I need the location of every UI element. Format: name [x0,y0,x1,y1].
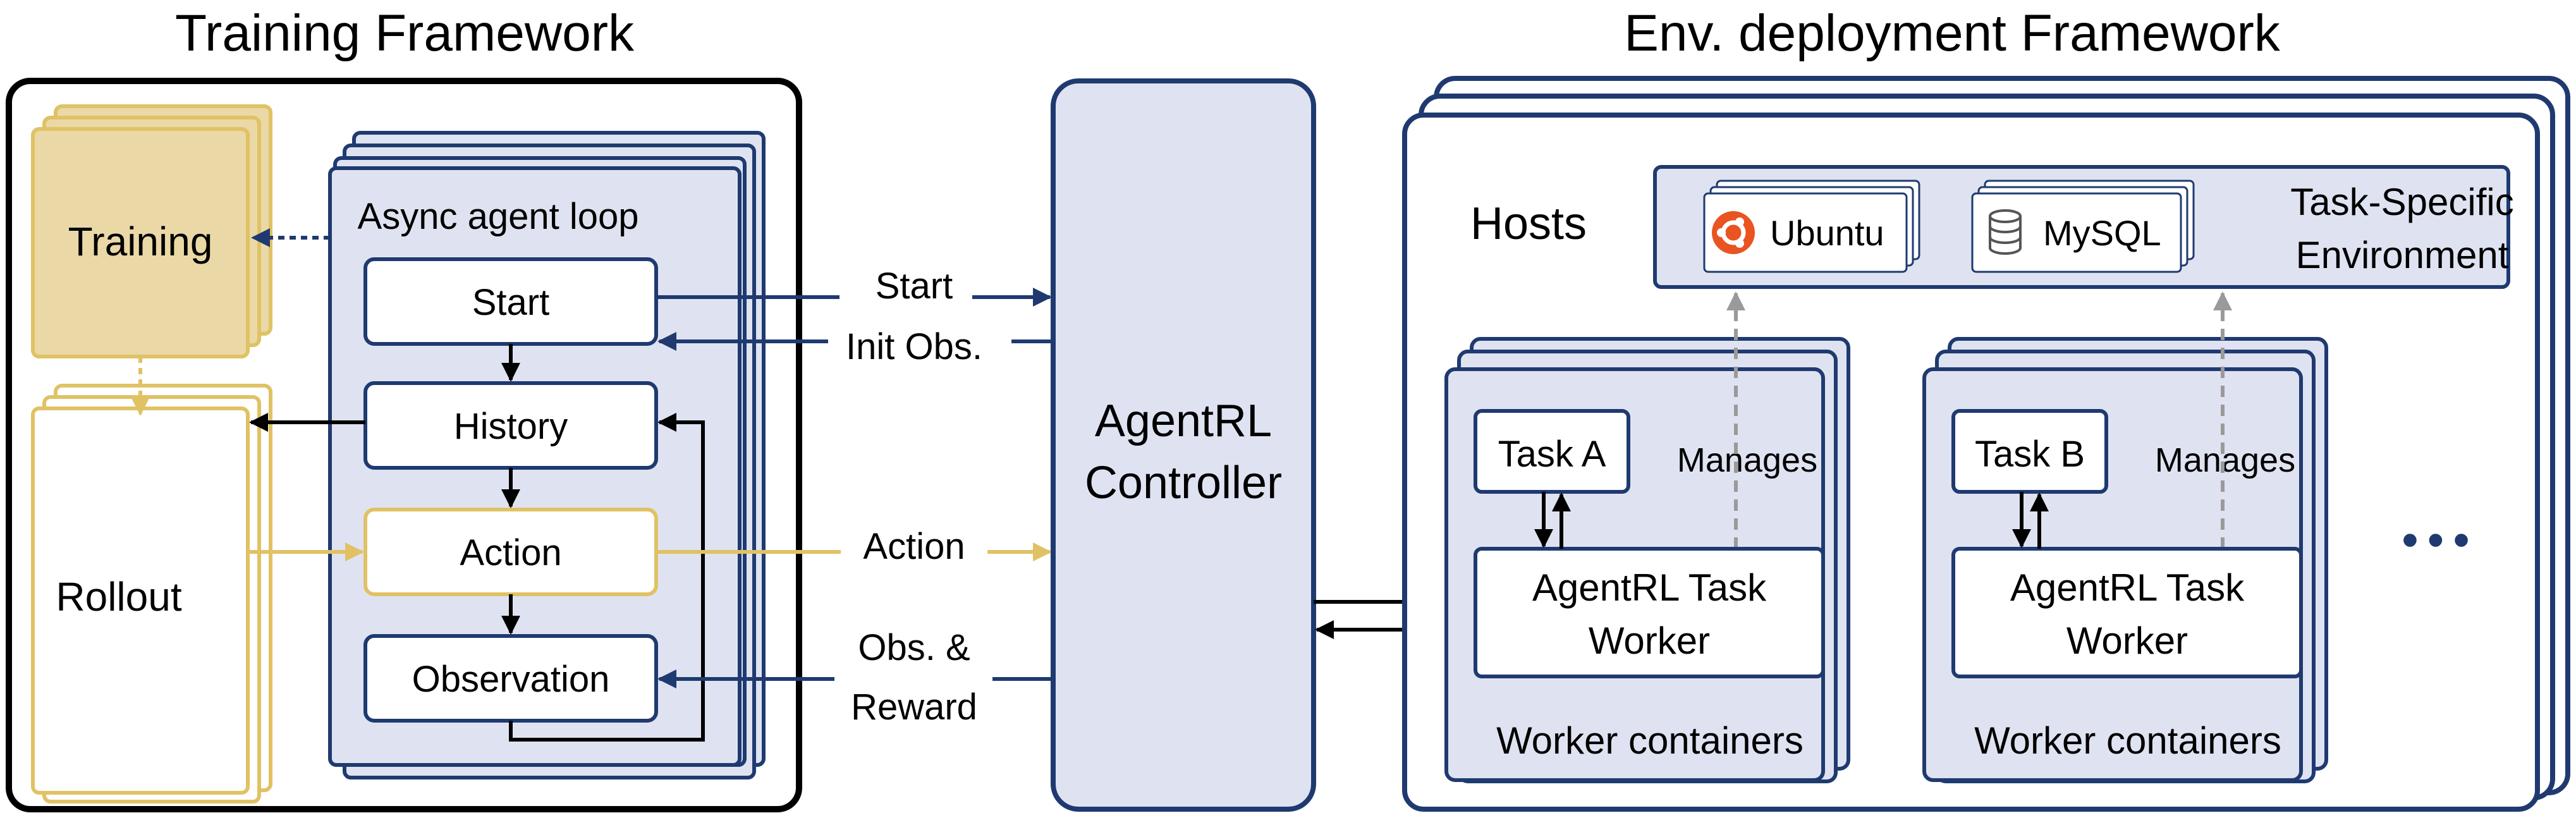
observation-feedback-arrow [509,413,705,742]
controller-label-line2: Controller [1085,458,1282,508]
agent-loop-title: Async agent loop [358,196,639,237]
init-obs-label-bg [828,322,1011,360]
more-workers-ellipsis: ••• [2402,513,2479,567]
env-framework-title: Env. deployment Framework [1624,4,2281,62]
history-label: History [454,406,568,447]
worker-b-box [1951,547,2303,678]
worker-a-label-line2: Worker [1589,620,1710,662]
hosts-label: Hosts [1470,199,1587,249]
action-connection-label: Action [863,526,965,567]
manages-a-label: Manages [1677,441,1817,479]
obs-reward-label-bg [834,657,992,702]
manages-b-label: Manages [2155,441,2295,479]
database-icon [1989,209,2022,255]
agentrl-controller-box [1051,78,1316,812]
action-connection-label-bg [841,525,987,569]
worker-b-label-line2: Worker [2066,620,2188,662]
init-obs-connection-label: Init Obs. [846,326,982,367]
training-label: Training [68,219,213,264]
task-env-label-line2: Environment [2296,234,2509,276]
worker-a-box [1474,547,1825,678]
ubuntu-card [1703,180,1920,273]
task-env-label-line1: Task-Specific [2290,181,2513,223]
action-label: Action [460,532,561,573]
task-a-label: Task A [1498,434,1606,475]
observation-label: Observation [412,659,610,700]
rollout-block [31,384,272,804]
training-block [31,104,272,358]
worker-containers-a-label: Worker containers [1496,719,1804,762]
task-b-label: Task B [1975,434,2085,475]
obs-reward-label-line2: Reward [851,687,977,728]
controller-label-line1: AgentRL [1095,396,1272,446]
start-connection-label-bg [839,264,972,302]
ubuntu-label: Ubuntu [1770,213,1884,253]
start-connection-label: Start [876,266,953,307]
obs-reward-label-line1: Obs. & [858,627,970,668]
worker-a-label-line1: AgentRL Task [1532,566,1767,609]
mysql-card [1971,180,2195,273]
training-framework-title: Training Framework [175,4,635,62]
worker-containers-b-label: Worker containers [1974,719,2281,762]
mysql-label: MySQL [2043,213,2161,253]
task-a-box [1474,409,1630,494]
worker-b-label-line1: AgentRL Task [2010,566,2245,609]
rollout-label: Rollout [56,574,181,620]
ubuntu-icon [1712,211,1755,254]
task-b-box [1951,409,2108,494]
start-label: Start [472,282,550,323]
